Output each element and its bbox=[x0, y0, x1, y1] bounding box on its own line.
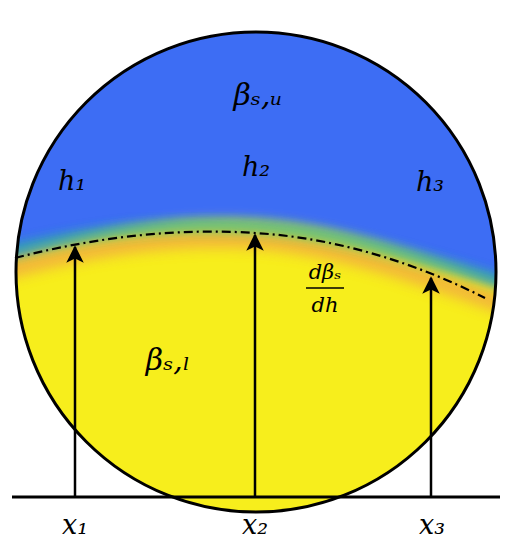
gradient-numerator: dβₛ bbox=[309, 262, 342, 283]
height-arrow bbox=[74, 247, 77, 497]
label-text: x₃ bbox=[419, 511, 445, 538]
circle-outline bbox=[16, 32, 496, 512]
height-label: h₁ bbox=[58, 167, 86, 194]
label-text: βₛ,ₗ bbox=[146, 345, 190, 375]
position-label: x₂ bbox=[242, 511, 268, 538]
position-label: x₁ bbox=[62, 511, 88, 538]
label-text: βₛ,ᵤ bbox=[234, 80, 283, 110]
height-arrow bbox=[254, 235, 257, 497]
gradient-denominator: dh bbox=[312, 295, 339, 316]
label-text: x₂ bbox=[242, 511, 268, 538]
label-text: x₁ bbox=[62, 511, 88, 538]
label-text: h₂ bbox=[242, 153, 270, 180]
height-label: h₂ bbox=[242, 153, 270, 180]
height-arrow bbox=[430, 278, 433, 497]
height-label: h₃ bbox=[416, 168, 444, 195]
fraction-bar bbox=[306, 287, 344, 289]
label-text: h₁ bbox=[58, 167, 86, 194]
green-band bbox=[0, 225, 517, 292]
interface-line bbox=[15, 232, 485, 298]
label-text: h₃ bbox=[416, 168, 444, 195]
medium-label: βₛ,ₗ bbox=[146, 345, 190, 375]
medium-label: βₛ,ᵤ bbox=[234, 80, 283, 110]
position-label: x₃ bbox=[419, 511, 445, 538]
orange-band bbox=[0, 239, 517, 318]
label-text: dh bbox=[312, 295, 339, 316]
label-text: dβₛ bbox=[309, 262, 342, 283]
